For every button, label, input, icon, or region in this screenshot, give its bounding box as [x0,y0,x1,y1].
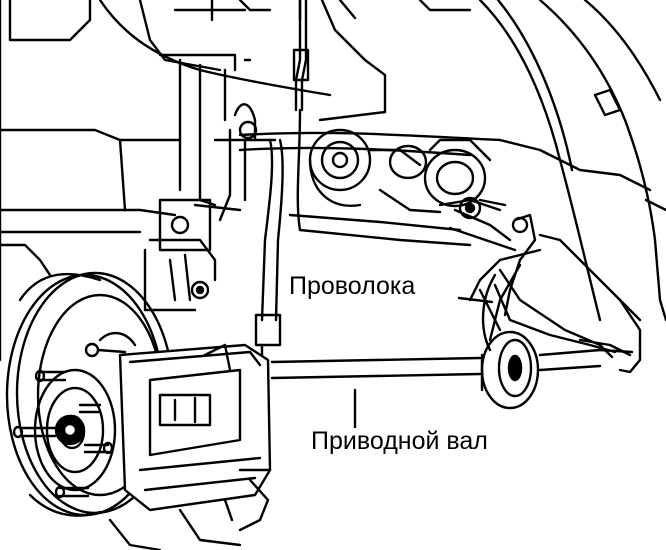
brake-caliper [84,331,272,550]
strut-bracket [143,198,242,312]
drive-shaft [270,338,634,380]
body-structure [0,0,666,374]
cv-joint [308,128,507,214]
drive-shaft-label: Приводной вал [309,427,490,455]
tie-rod-and-wire [448,196,617,410]
wheel-hub [12,368,117,499]
brake-hose [213,0,310,362]
leader-lines [353,296,494,434]
wire-label: Проволока [287,272,418,300]
